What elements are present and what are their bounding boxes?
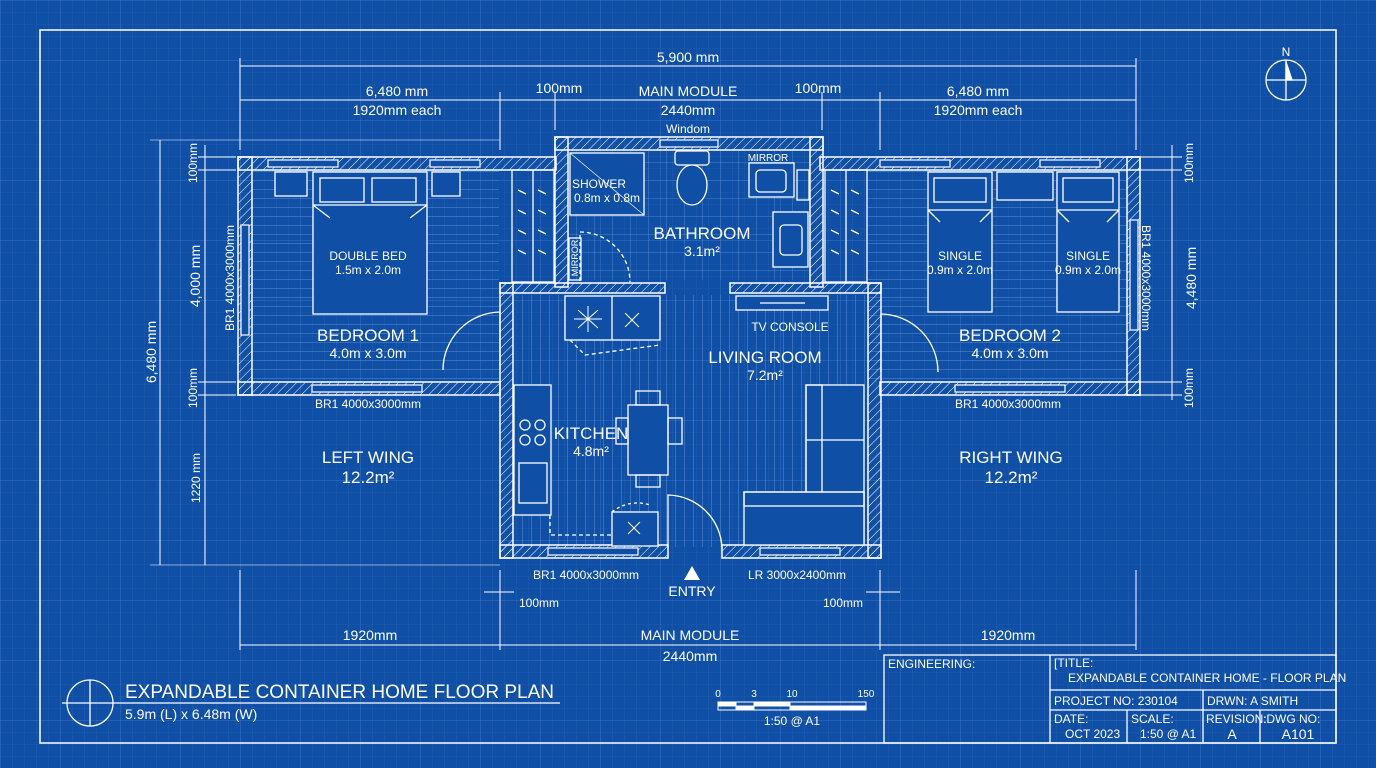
scale-bar bbox=[717, 701, 867, 711]
dim-bottom-100-right: 100mm bbox=[823, 596, 863, 610]
dim-overall: 5,900 mm bbox=[657, 49, 719, 65]
dim-bottom-1920-left: 1920mm bbox=[343, 627, 397, 643]
tb-scale-label: SCALE: bbox=[1131, 712, 1174, 726]
dim-gap-right: 100mm bbox=[795, 80, 842, 96]
dim-left-wing-each: 1920mm each bbox=[353, 102, 442, 118]
dim-left-100-bottom: 100mm bbox=[186, 368, 200, 408]
dim-right-100-top: 100mm bbox=[1182, 143, 1196, 183]
dim-main-module: MAIN MODULE bbox=[639, 83, 738, 99]
scale-tick-10: 10 bbox=[786, 689, 798, 700]
scale-tick-150: 150 bbox=[858, 689, 875, 700]
entry-label: ENTRY bbox=[668, 583, 716, 599]
entry-arrow-icon bbox=[684, 566, 700, 580]
plan-title: EXPANDABLE CONTAINER HOME FLOOR PLAN bbox=[125, 682, 554, 703]
tb-revision-label: REVISION: bbox=[1206, 712, 1267, 726]
north-compass-icon bbox=[1265, 59, 1307, 101]
single-bed-1-size: 0.9m x 2.0m bbox=[927, 263, 993, 277]
bathroom-fixtures bbox=[568, 150, 810, 283]
plan-subtitle: 5.9m (L) x 6.48m (W) bbox=[125, 706, 257, 722]
dim-left-100-top: 100mm bbox=[186, 143, 200, 183]
double-bed-size: 1.5m x 2.0m bbox=[335, 263, 401, 277]
single-bed-2-size: 0.9m x 2.0m bbox=[1055, 263, 1121, 277]
double-bed-label: DOUBLE BED bbox=[329, 249, 407, 263]
tb-engineering: ENGINEERING: bbox=[888, 657, 975, 671]
dimension-lines bbox=[150, 58, 1182, 650]
left-wing-label: LEFT WING bbox=[322, 448, 414, 467]
tv-console-label: TV CONSOLE bbox=[751, 320, 828, 334]
tb-date-label: DATE: bbox=[1054, 712, 1088, 726]
dim-bottom-100-left: 100mm bbox=[519, 596, 559, 610]
mirror-side-label: MIRROR bbox=[570, 239, 580, 276]
tb-title-value: EXPANDABLE CONTAINER HOME - FLOOR PLAN bbox=[1068, 671, 1346, 685]
scale-tick-0: 0 bbox=[715, 689, 721, 700]
plan-title-symbol-icon bbox=[62, 679, 560, 727]
dim-left-1220: 1220 mm bbox=[189, 453, 203, 503]
kitchen-label: KITCHEN bbox=[554, 424, 629, 443]
dim-right-wing-length: 6,480 mm bbox=[947, 83, 1009, 99]
tb-dwg-label: :DWG NO: bbox=[1263, 712, 1320, 726]
compass-north-label: N bbox=[1282, 45, 1291, 59]
single-bed-2-label: SINGLE bbox=[1066, 249, 1110, 263]
window-br1-bottom-right: BR1 4000x3000mm bbox=[955, 397, 1061, 411]
bathroom-area: 3.1m² bbox=[684, 243, 720, 259]
dim-bottom-2440: 2440mm bbox=[663, 648, 717, 664]
shower-size: 0.8m x 0.8m bbox=[574, 191, 640, 205]
shower-label: SHOWER bbox=[572, 177, 626, 191]
kitchen-area: 4.8m² bbox=[573, 443, 609, 459]
labels: 5,900 mm 6,480 mm 1920mm each 100mm MAIN… bbox=[125, 45, 1346, 742]
window-living-bottom: LR 3000x2400mm bbox=[748, 568, 846, 582]
dim-gap-left: 100mm bbox=[536, 80, 583, 96]
kitchen-living-fixtures bbox=[513, 295, 865, 549]
dim-left-4000: 4,000 mm bbox=[187, 245, 203, 307]
single-bed-1-label: SINGLE bbox=[938, 249, 982, 263]
tb-scale-value: 1:50 @ A1 bbox=[1140, 727, 1197, 741]
window-br1-right-side: BR1 4000x3000mm bbox=[1139, 225, 1153, 331]
bedroom-2-size: 4.0m x 3.0m bbox=[971, 345, 1048, 361]
window-kitchen-bottom: BR1 4000x3000mm bbox=[533, 568, 639, 582]
right-wing-area: 12.2m² bbox=[985, 468, 1038, 487]
dim-left-wing-length: 6,480 mm bbox=[366, 83, 428, 99]
dim-right-wing-each: 1920mm each bbox=[934, 102, 1023, 118]
windows bbox=[240, 139, 1139, 556]
tb-date-value: OCT 2023 bbox=[1065, 727, 1120, 741]
bedroom-2-label: BEDROOM 2 bbox=[959, 326, 1061, 345]
dim-bottom-main-module: MAIN MODULE bbox=[641, 627, 740, 643]
bedroom-1 bbox=[274, 169, 555, 371]
bedroom-2 bbox=[824, 169, 1120, 373]
tb-title-label: [TITLE: bbox=[1054, 656, 1093, 670]
dim-bottom-1920-right: 1920mm bbox=[981, 627, 1035, 643]
tb-project-no: PROJECT NO: 230104 bbox=[1054, 694, 1178, 708]
window-label: Windom bbox=[666, 122, 710, 136]
left-wing-area: 12.2m² bbox=[342, 468, 395, 487]
sheet-border bbox=[39, 29, 1337, 744]
dim-main-width: 2440mm bbox=[661, 102, 715, 118]
scale-tick-3: 3 bbox=[751, 689, 757, 700]
dim-right-100-bottom: 100mm bbox=[1182, 368, 1196, 408]
mirror-label: MIRROR bbox=[748, 153, 789, 164]
bedroom-1-label: BEDROOM 1 bbox=[317, 326, 419, 345]
tb-revision-value: A bbox=[1227, 726, 1237, 742]
living-room-label: LIVING ROOM bbox=[708, 348, 821, 367]
title-block bbox=[883, 654, 1337, 744]
window-br1-bottom-left: BR1 4000x3000mm bbox=[315, 397, 421, 411]
living-room-area: 7.2m² bbox=[747, 367, 783, 383]
dim-left-total: 6,480 mm bbox=[143, 321, 159, 383]
tb-drawn-by: DRWN: A SMITH bbox=[1207, 694, 1298, 708]
tb-dwg-value: A101 bbox=[1282, 726, 1315, 742]
bathroom-label: BATHROOM bbox=[654, 224, 751, 243]
bedroom-1-size: 4.0m x 3.0m bbox=[329, 345, 406, 361]
scale-label: 1:50 @ A1 bbox=[764, 714, 821, 728]
window-br1-left-side: BR1 4000x3000mm bbox=[223, 225, 237, 331]
right-wing-label: RIGHT WING bbox=[959, 448, 1063, 467]
dim-right-4480: 4,480 mm bbox=[1183, 247, 1199, 309]
